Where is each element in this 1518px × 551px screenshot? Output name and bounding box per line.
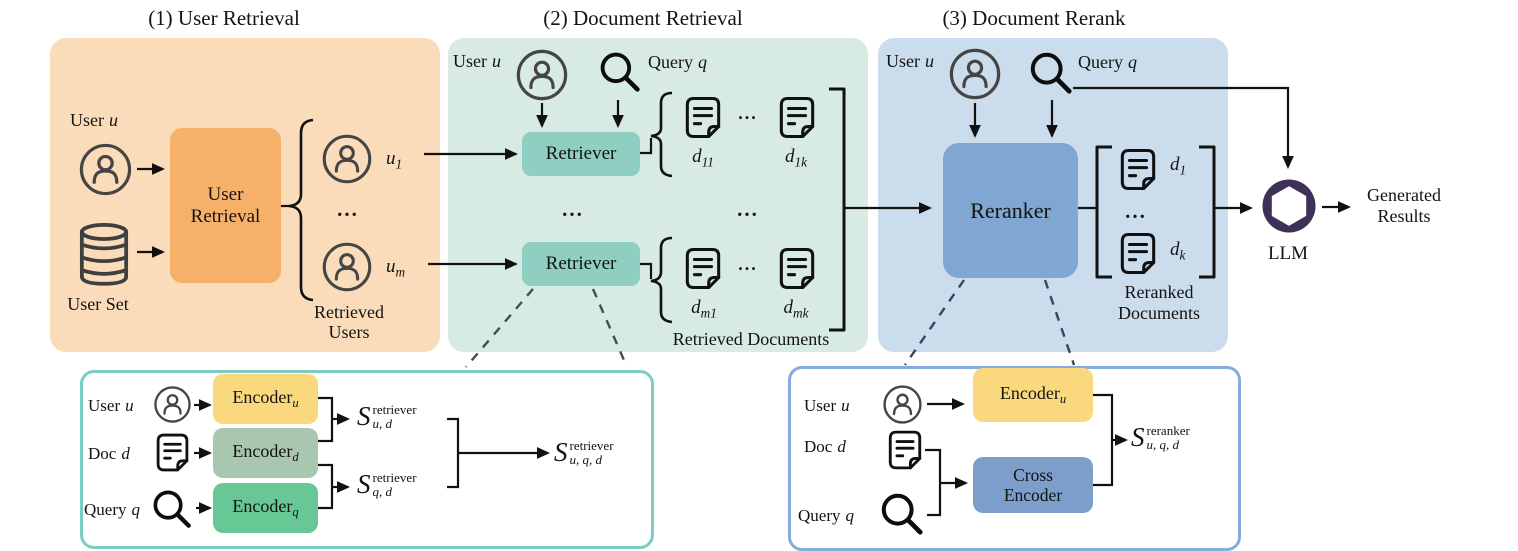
document-icon [887,429,923,471]
encoder-u-label: Encoderu [999,383,1067,407]
encoder-d-box: Encoderd [213,428,318,478]
encoder-u-box-retriever: Encoderu [213,374,318,424]
retrieved-documents-label: Retrieved Documents [672,329,830,349]
retriever2-box: Retriever [522,242,640,286]
encoder-q-box: Encoderq [213,483,318,533]
docs-row1-ellipsis: ... [738,103,758,123]
document-icon [684,246,722,291]
dm1-label: dm1 [691,297,717,321]
user-retrieval-box-line2: Retrieval [190,205,261,227]
encoder-q-label: Encoderq [232,496,299,520]
search-icon [879,491,925,537]
docs-rowm-ellipsis: ... [738,254,758,274]
document-icon [155,432,190,473]
document-icon [778,95,816,140]
docs-mid-ellipsis: ... [737,197,759,221]
document-icon [1119,147,1157,192]
user-icon [882,384,923,425]
user-set-label: User Set [67,294,129,314]
openai-llm-icon [1259,176,1319,236]
d1k-label: d1k [784,146,808,170]
d11-label: d11 [692,146,714,170]
encoder-u-label: Encoderu [232,387,299,411]
stage2-title: (2) Document Retrieval [543,6,743,30]
u1-label: u1 [386,148,403,172]
user-retrieval-box: User Retrieval [170,128,281,283]
retrieved-user1-icon [321,133,373,185]
users-ellipsis: ... [337,197,359,221]
user-icon [948,47,1002,101]
user-icon [153,385,192,424]
search-icon [151,488,193,530]
user-retrieval-box-line1: User [207,183,244,205]
document-icon [778,246,816,291]
d1-label: d1 [1170,154,1187,178]
database-icon [76,222,132,288]
document-icon [1119,231,1157,276]
retriever1-box: Retriever [522,132,640,176]
search-icon [1028,50,1074,96]
stage3-title: (3) Document Rerank [942,6,1126,30]
user-icon [515,48,569,102]
retriever-detail-box [80,370,654,549]
document-icon [684,95,722,140]
cross-encoder-box: Cross Encoder [973,457,1093,513]
retriever1-label: Retriever [545,143,617,165]
cross-encoder-line2: Encoder [1003,485,1063,505]
user-icon [78,142,133,197]
encoder-d-label: Encoderd [232,441,299,465]
cross-encoder-line1: Cross [1013,464,1053,485]
reranked-docs-ellipsis: ... [1125,199,1147,223]
stage1-title: (1) User Retrieval [148,6,300,30]
reranker-box: Reranker [943,143,1078,278]
reranker-label: Reranker [970,197,1051,223]
dmk-label: dmk [783,297,809,321]
encoder-u-box-reranker: Encoderu [973,368,1093,422]
retriever2-label: Retriever [545,253,617,275]
search-icon [598,50,642,94]
retrieved-userm-icon [321,241,373,293]
um-label: um [386,256,406,280]
dk-label: dk [1170,239,1186,263]
retrievers-ellipsis: ... [562,197,584,221]
llm-label: LLM [1267,243,1309,264]
